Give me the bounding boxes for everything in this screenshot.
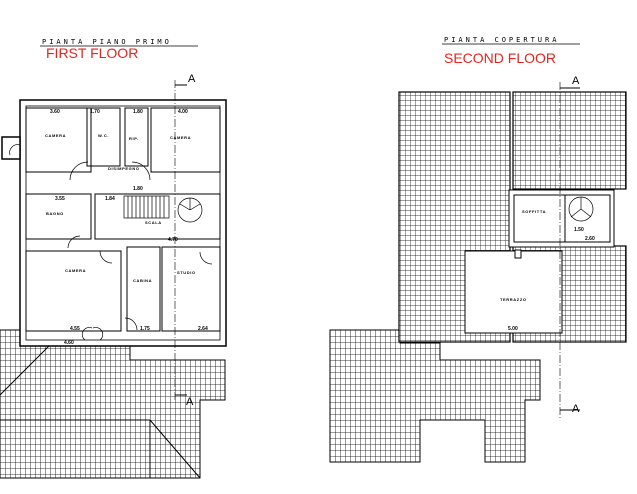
room-dimension: 3.60 [50, 109, 60, 115]
room-label: STUDIO [177, 270, 196, 275]
room-label: DISIMPEGNO [108, 166, 140, 171]
room-dimension: 4.00 [178, 109, 188, 115]
room-dimension: 4.55 [70, 326, 80, 332]
section-marker-bottom: A [186, 396, 194, 408]
first-floor-title: PIANTA PIANO PRIMO [42, 38, 172, 46]
second-floor-caption: SECOND FLOOR [444, 50, 556, 66]
room-label: TERRAZZO [500, 297, 527, 302]
stair-dimension: 1.50 [574, 227, 584, 233]
second-floor-title: PIANTA COPERTURA [444, 36, 559, 44]
overall-dimension: 4.60 [64, 340, 74, 346]
room-dimension: 1.80 [133, 186, 143, 192]
room-label: CAMERA [170, 135, 191, 140]
room-dimension: 1.80 [133, 109, 143, 115]
door-swings [9, 144, 213, 341]
room-dimension: 2.60 [585, 236, 595, 242]
room-label: CAMERA [45, 133, 66, 138]
section-marker-top: A [188, 73, 196, 85]
room-dimension: 1.75 [140, 326, 150, 332]
first-floor-caption: FIRST FLOOR [46, 45, 138, 61]
room-label: RIP. [129, 136, 139, 141]
section-marker-top-second: A [572, 75, 580, 87]
stair-dimension: 4.70 [168, 237, 178, 243]
second-floor-roof [329, 82, 627, 463]
room-dimension: 2.64 [198, 326, 208, 332]
room-dimension: 1.70 [90, 109, 100, 115]
room-dimension: 5.00 [508, 326, 518, 332]
room-dimension: 3.55 [55, 196, 65, 202]
room-label: SCALA [145, 220, 162, 225]
stair-icon [123, 195, 203, 223]
room-label: CAMERA [65, 268, 86, 273]
room-label: W.C. [98, 133, 109, 138]
room-label: BAGNO [46, 211, 64, 216]
first-floor-plan [1, 80, 227, 400]
section-marker-bottom-second: A [572, 403, 580, 415]
spiral-stair-icon [568, 196, 594, 222]
room-label: CABINA [133, 278, 152, 283]
room-dimension: 1.84 [105, 196, 115, 202]
first-floor-roof [0, 329, 226, 479]
room-label: SOFFITTA [522, 209, 546, 214]
